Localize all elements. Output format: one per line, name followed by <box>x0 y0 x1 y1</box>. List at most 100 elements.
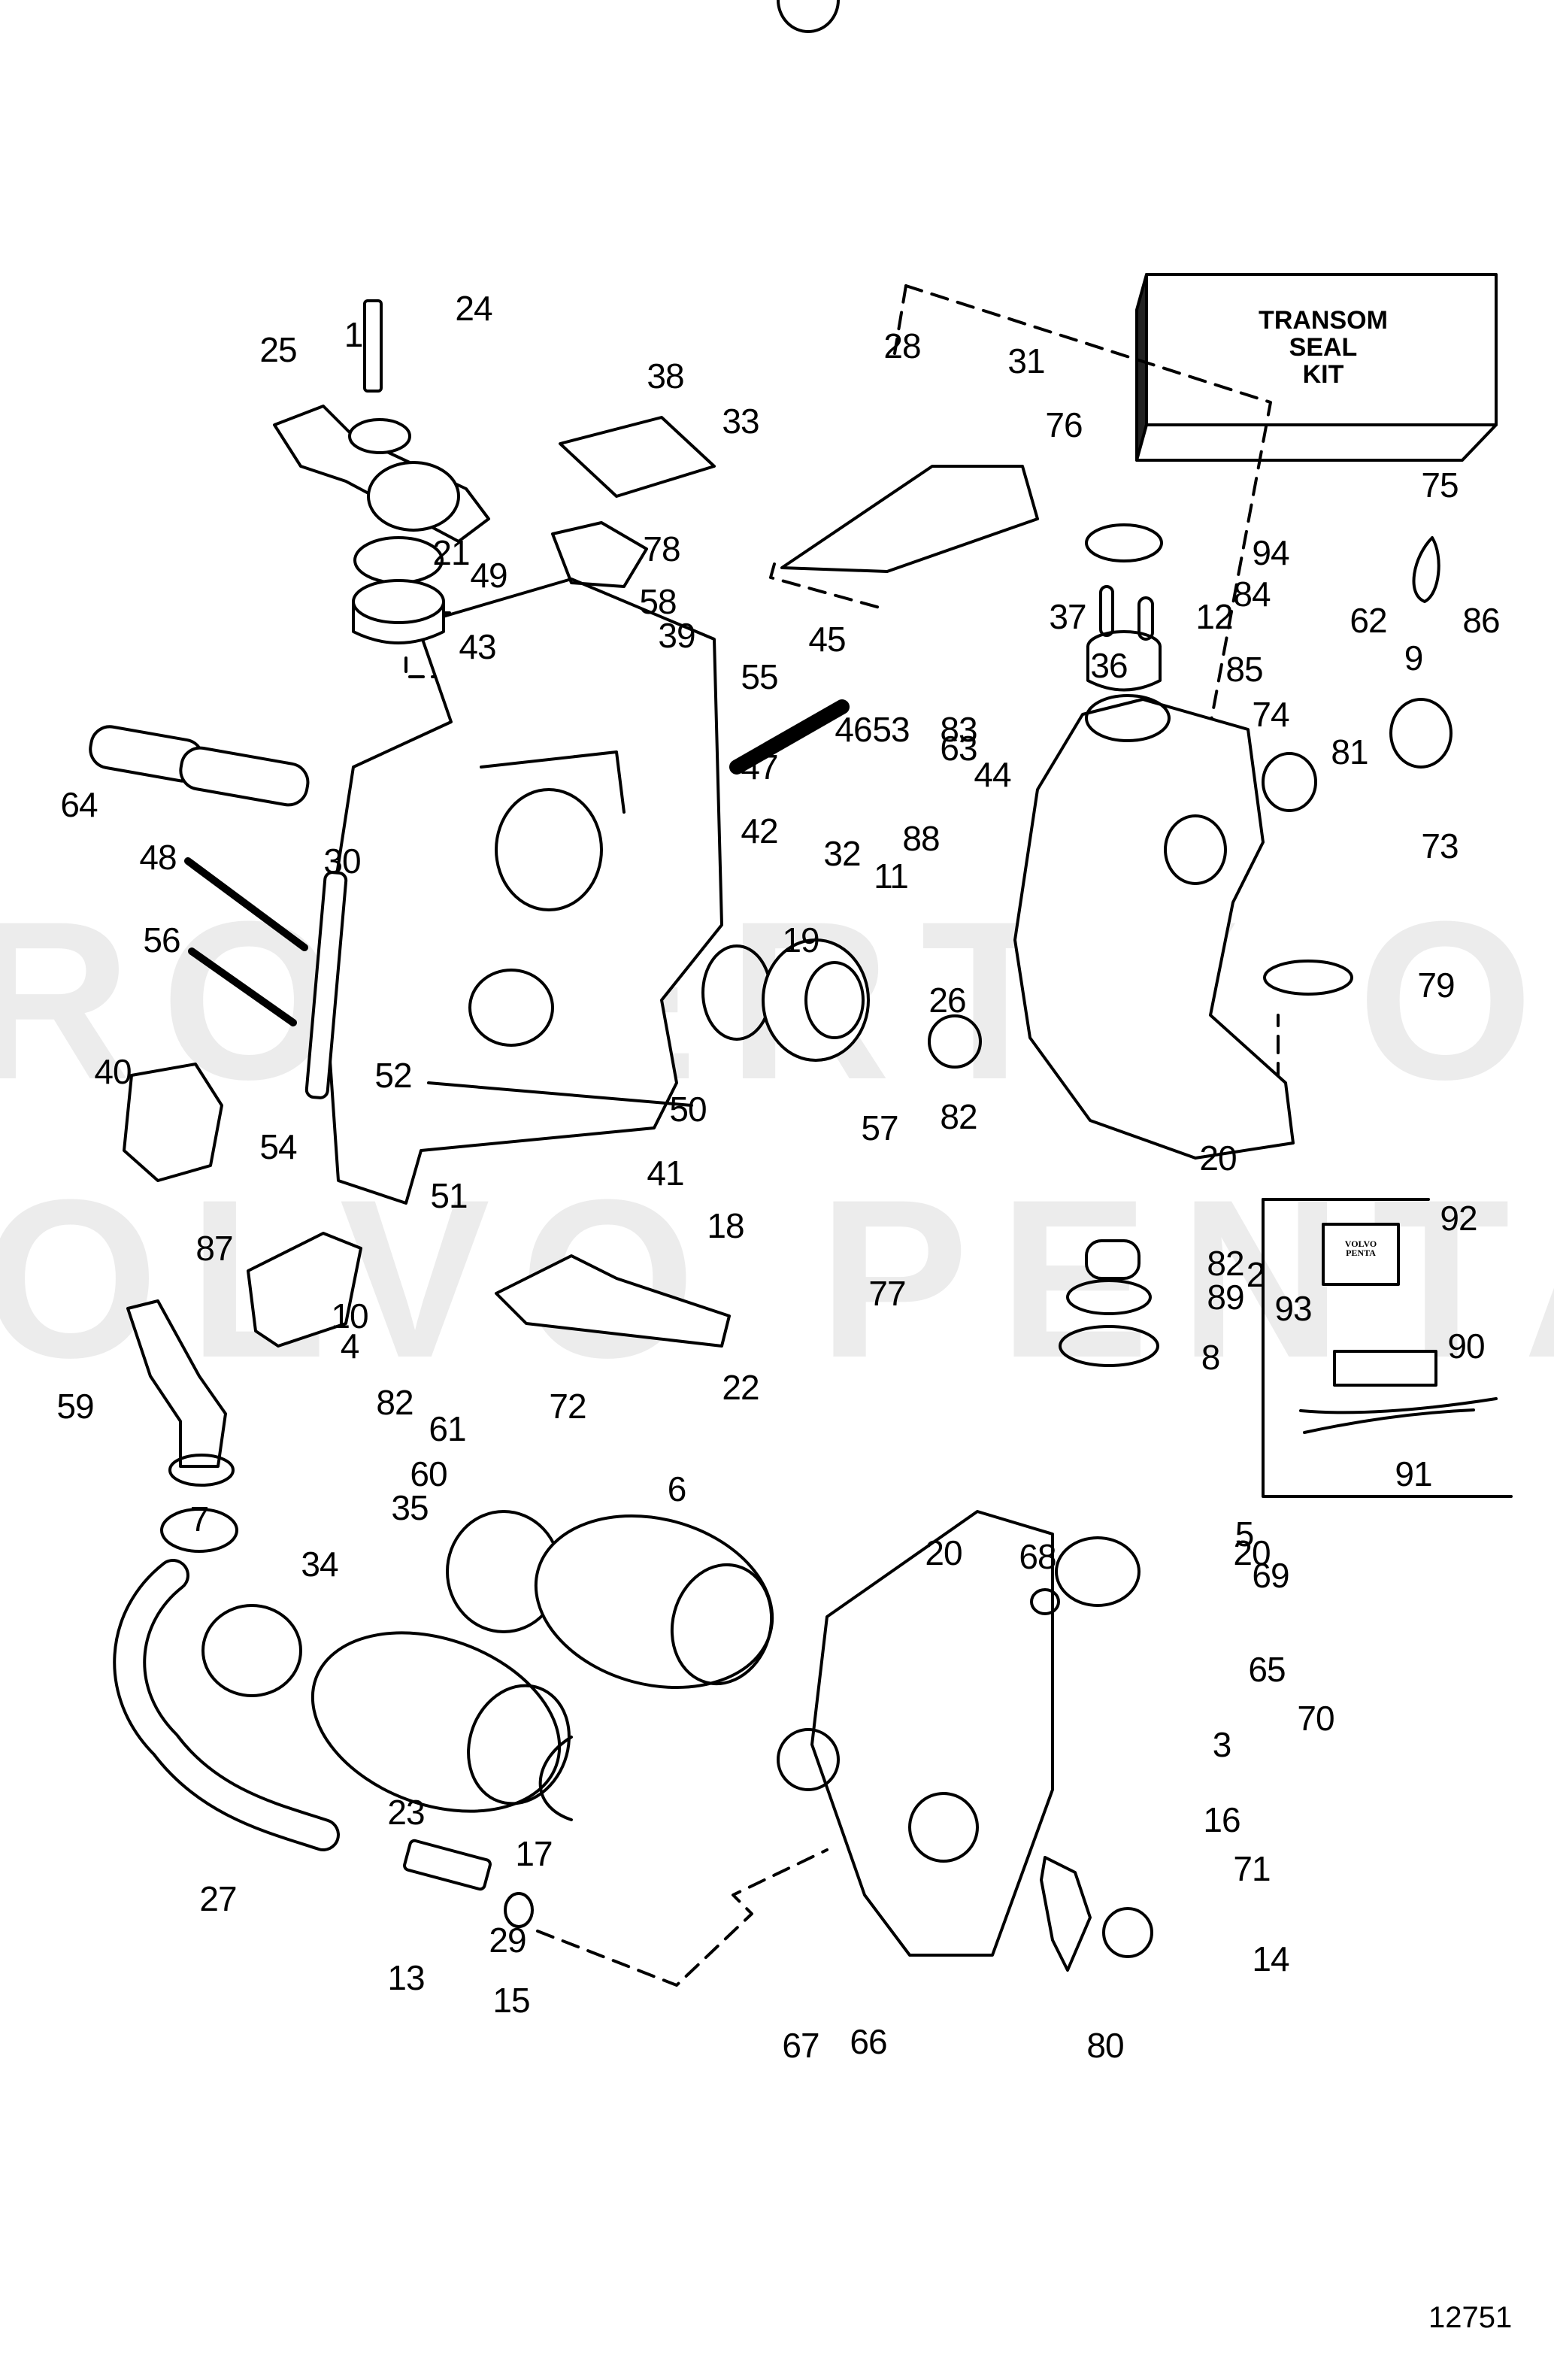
callout-26: 26 <box>928 981 966 1020</box>
callout-78: 78 <box>643 529 680 568</box>
callout-83: 83 <box>940 710 977 749</box>
callout-55: 55 <box>741 657 778 696</box>
callout-23: 23 <box>387 1793 425 1832</box>
transom-seal-kit-box <box>1135 273 1498 462</box>
callout-94: 94 <box>1252 533 1289 572</box>
callout-50: 50 <box>669 1090 707 1129</box>
callout-71: 71 <box>1233 1849 1271 1888</box>
callout-82: 82 <box>376 1383 413 1422</box>
figure-number: 12751 <box>1428 2301 1513 2334</box>
callout-64: 64 <box>60 785 98 824</box>
callout-12: 12 <box>1195 597 1233 636</box>
callout-54: 54 <box>259 1127 297 1166</box>
callout-81: 81 <box>1331 732 1368 772</box>
callout-35: 35 <box>391 1488 429 1527</box>
callout-16: 16 <box>1203 1800 1240 1839</box>
callout-88: 88 <box>902 819 940 858</box>
callout-82: 82 <box>1207 1244 1244 1283</box>
callout-86: 86 <box>1462 601 1500 640</box>
shield-32 <box>780 465 1039 573</box>
callout-65: 65 <box>1248 1650 1286 1689</box>
callout-68: 68 <box>1019 1537 1056 1576</box>
callout-25: 25 <box>259 330 297 369</box>
callout-77: 77 <box>868 1274 906 1313</box>
callout-2: 2 <box>1246 1255 1266 1294</box>
callout-49: 49 <box>470 556 507 595</box>
callout-53: 53 <box>872 710 910 749</box>
gimbal-housing <box>322 578 723 1205</box>
module-brand-line-1: VOLVO <box>1344 1239 1377 1249</box>
callout-82: 82 <box>940 1097 977 1136</box>
callout-9: 9 <box>1404 638 1424 678</box>
callout-46: 46 <box>835 710 872 749</box>
callout-10: 10 <box>331 1296 368 1336</box>
callout-15: 15 <box>492 1981 530 2020</box>
callout-92: 92 <box>1440 1199 1477 1238</box>
callout-4: 4 <box>340 1326 360 1366</box>
callout-38: 38 <box>647 356 684 396</box>
callout-79: 79 <box>1417 966 1455 1005</box>
callout-87: 87 <box>195 1229 233 1268</box>
callout-41: 41 <box>647 1154 684 1193</box>
module-brand-line-2: PENTA <box>1346 1248 1376 1258</box>
callout-8: 8 <box>1201 1338 1221 1377</box>
callout-42: 42 <box>741 811 778 850</box>
callout-20: 20 <box>1233 1533 1271 1572</box>
callout-51: 51 <box>430 1176 468 1215</box>
callout-37: 37 <box>1049 597 1086 636</box>
callout-6: 6 <box>667 1469 687 1508</box>
callout-69: 69 <box>1252 1556 1289 1595</box>
callout-56: 56 <box>143 920 180 960</box>
callout-24: 24 <box>455 289 492 328</box>
callout-90: 90 <box>1447 1326 1485 1366</box>
callout-52: 52 <box>374 1056 412 1095</box>
callout-60: 60 <box>410 1454 447 1493</box>
callout-70: 70 <box>1297 1699 1334 1738</box>
module-brand: VOLVO PENTA <box>1345 1239 1377 1257</box>
callout-29: 29 <box>489 1921 526 1960</box>
kit-label-line-2: SEAL <box>1289 333 1358 362</box>
callout-61: 61 <box>429 1409 466 1448</box>
callout-57: 57 <box>861 1108 898 1148</box>
callout-27: 27 <box>199 1879 237 1918</box>
callout-31: 31 <box>1007 341 1045 380</box>
callout-5: 5 <box>1234 1514 1255 1554</box>
callout-43: 43 <box>459 627 496 666</box>
kit-label-line-3: KIT <box>1302 360 1344 389</box>
callout-20: 20 <box>925 1533 962 1572</box>
callout-39: 39 <box>658 616 695 655</box>
callout-63: 63 <box>940 729 977 768</box>
callout-93: 93 <box>1274 1289 1312 1328</box>
callout-58: 58 <box>639 582 677 621</box>
callout-91: 91 <box>1395 1454 1432 1493</box>
kit-label-line-1: TRANSOM <box>1259 306 1388 335</box>
callout-1: 1 <box>344 315 364 354</box>
callout-76: 76 <box>1045 405 1083 444</box>
callout-34: 34 <box>301 1545 338 1584</box>
callout-44: 44 <box>974 755 1011 794</box>
callout-11: 11 <box>874 856 909 896</box>
callout-40: 40 <box>94 1052 132 1091</box>
callout-89: 89 <box>1207 1278 1244 1317</box>
bell-housing <box>1013 698 1295 1160</box>
callout-47: 47 <box>741 747 778 787</box>
callout-22: 22 <box>722 1368 759 1407</box>
callout-28: 28 <box>883 326 921 365</box>
callout-72: 72 <box>549 1387 586 1426</box>
callout-59: 59 <box>56 1387 94 1426</box>
callout-18: 18 <box>707 1206 744 1245</box>
dashed-path-15-66 <box>536 1848 828 1987</box>
shift-housing-66 <box>810 1510 1054 1957</box>
callout-45: 45 <box>808 620 846 659</box>
callout-32: 32 <box>823 834 861 873</box>
callout-48: 48 <box>139 838 177 877</box>
callout-84: 84 <box>1233 575 1271 614</box>
callout-73: 73 <box>1421 826 1459 866</box>
callout-67: 67 <box>782 2026 819 2065</box>
callout-17: 17 <box>515 1834 553 1873</box>
callout-19: 19 <box>782 920 819 960</box>
dashed-outline-tiller <box>904 284 1272 775</box>
callout-13: 13 <box>387 1958 425 1997</box>
